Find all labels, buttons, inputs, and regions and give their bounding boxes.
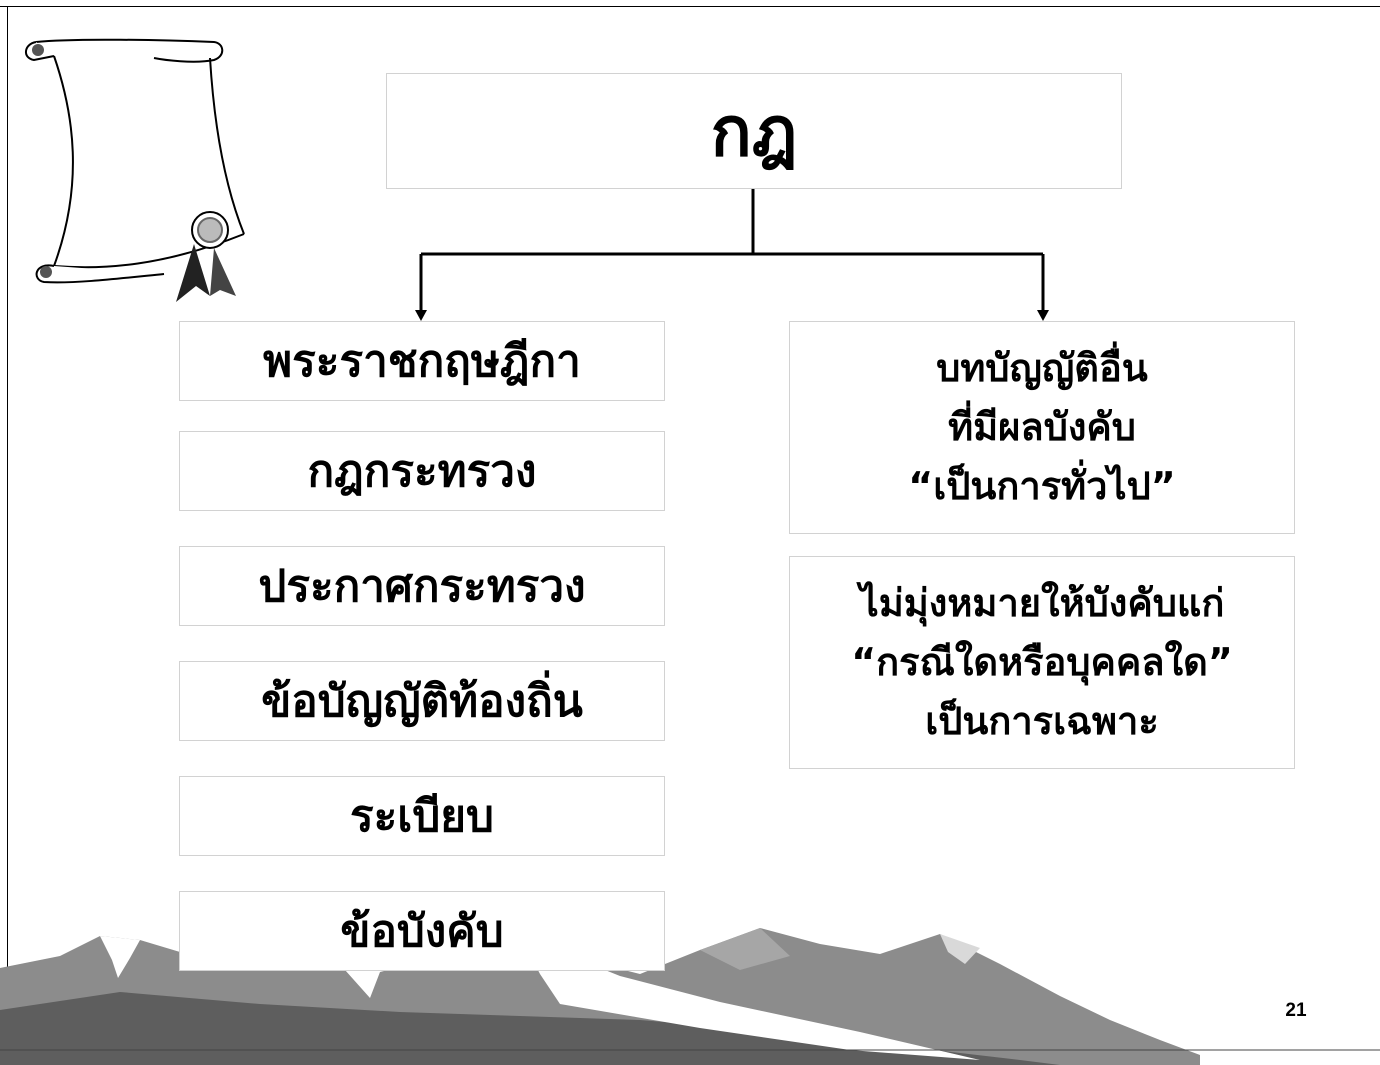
slide-frame-top — [0, 6, 1380, 7]
law-type-label: กฎกระทรวง — [307, 446, 537, 497]
specific-provision-line: ไม่มุ่งหมายให้บังคับแก่ — [859, 581, 1225, 625]
law-type-box: พระราชกฤษฎีกา — [179, 321, 665, 401]
arrow-down-icon — [415, 310, 427, 321]
arrow-down-icon — [1037, 310, 1049, 321]
general-provision-line: บทบัญญัติอื่น — [936, 346, 1148, 390]
title-text: กฎ — [710, 93, 798, 172]
general-provision-box: บทบัญญัติอื่น ที่มีผลบังคับ “เป็นการทั่ว… — [789, 321, 1295, 534]
specific-provision-line: เป็นการเฉพาะ — [925, 699, 1159, 743]
law-type-label: ข้อบัญญัติท้องถิ่น — [261, 676, 583, 727]
specific-provision-box: ไม่มุ่งหมายให้บังคับแก่ “กรณีใดหรือบุคคล… — [789, 556, 1295, 769]
law-type-label: ข้อบังคับ — [340, 906, 504, 957]
law-type-label: ประกาศกระทรวง — [258, 561, 586, 612]
law-type-box: ข้อบัญญัติท้องถิ่น — [179, 661, 665, 741]
title-box: กฎ — [386, 73, 1122, 189]
law-type-box: ข้อบังคับ — [179, 891, 665, 971]
law-type-box: ประกาศกระทรวง — [179, 546, 665, 626]
slide-frame-left — [7, 6, 8, 1065]
law-type-box: ระเบียบ — [179, 776, 665, 856]
tree-connectors — [415, 189, 1049, 321]
general-provision-line: “เป็นการทั่วไป” — [908, 464, 1176, 508]
law-type-label: ระเบียบ — [350, 791, 494, 842]
page-number: 21 — [1285, 1000, 1307, 1021]
general-provision-line: ที่มีผลบังคับ — [948, 405, 1136, 449]
specific-provision-line: “กรณีใดหรือบุคคลใด” — [851, 640, 1233, 684]
law-type-box: กฎกระทรวง — [179, 431, 665, 511]
law-type-label: พระราชกฤษฎีกา — [263, 336, 581, 387]
scroll-certificate-icon — [25, 38, 245, 302]
